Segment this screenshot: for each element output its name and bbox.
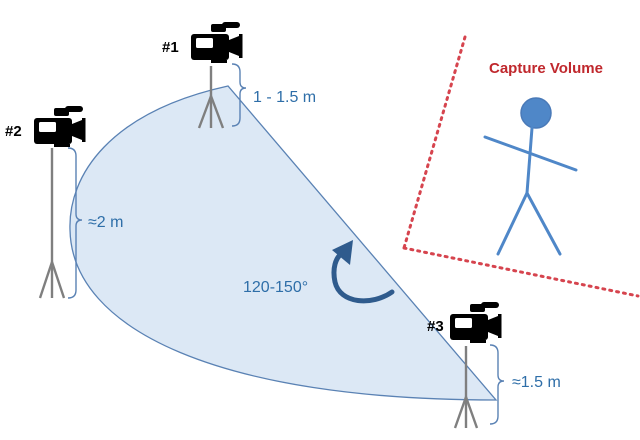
height-label-cam2: ≈2 m: [88, 214, 123, 231]
capture-volume-title: Capture Volume: [489, 60, 603, 77]
tripod-3-icon: [453, 346, 479, 429]
tripod-1-icon: [197, 66, 225, 129]
camera-2-video-camera-icon: [34, 106, 86, 147]
height-brace-cam1: [231, 63, 247, 127]
camera-2-label: #2: [5, 123, 22, 140]
height-brace-cam2: [67, 147, 83, 299]
camera-1-label: #1: [162, 39, 179, 56]
angle-label: 120-150°: [243, 279, 308, 296]
coverage-fan: [69, 85, 498, 401]
height-label-cam3: ≈1.5 m: [512, 374, 561, 391]
tripod-2-icon: [38, 148, 66, 299]
rotation-arrow-icon: [331, 240, 395, 304]
camera-1-video-camera-icon: [191, 22, 243, 63]
camera-3-label: #3: [427, 318, 444, 335]
capture-volume-boundary: [402, 35, 640, 298]
camera-3-video-camera-icon: [450, 302, 502, 343]
person-stick-figure-icon: [483, 97, 578, 256]
height-label-cam1: 1 - 1.5 m: [253, 89, 316, 106]
height-brace-cam3: [489, 344, 505, 425]
